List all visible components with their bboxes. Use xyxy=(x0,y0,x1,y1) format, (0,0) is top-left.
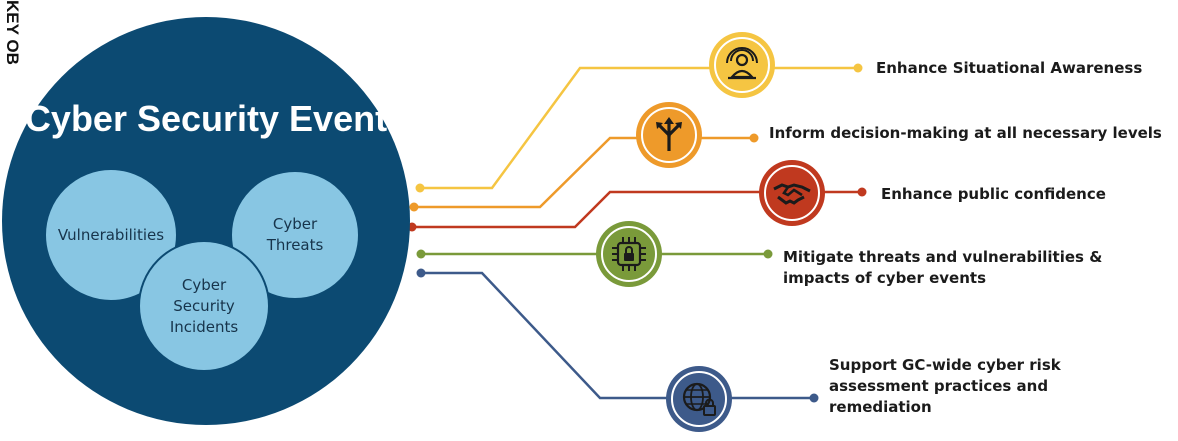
person-signal-icon xyxy=(726,47,758,80)
decision-badge xyxy=(636,102,702,168)
globe-lock-icon xyxy=(682,382,716,416)
cyber-threats-label: Cyber Threats xyxy=(266,215,324,254)
chip-lock-icon xyxy=(612,237,646,271)
cyber-security-incidents-label: Cyber Security Incidents xyxy=(169,275,239,336)
connector-risk-start-dot xyxy=(416,268,426,278)
connector-mitigate-start-dot xyxy=(416,249,426,259)
connector-risk xyxy=(421,271,814,400)
cyber-security-incidents-circle: Cyber Security Incidents xyxy=(138,240,270,372)
risk-badge xyxy=(666,366,732,432)
outcome-awareness: Enhance Situational Awareness xyxy=(876,59,1143,77)
outcome-risk: Support GC-wide cyber risk assessment pr… xyxy=(829,356,1061,416)
connector-risk-end-dot xyxy=(809,393,819,403)
connector-confidence-end-dot xyxy=(857,187,867,197)
connector-decision xyxy=(414,136,754,209)
split-arrows-icon xyxy=(656,117,682,151)
connector-confidence xyxy=(412,190,862,229)
outcome-mitigate: Mitigate threats and vulnerabilities & i… xyxy=(783,248,1103,287)
outcome-confidence: Enhance public confidence xyxy=(881,185,1106,203)
awareness-badge xyxy=(709,32,775,98)
connector-awareness-end-dot xyxy=(853,63,863,73)
mitigate-badge xyxy=(596,221,662,287)
connector-decision-start-dot xyxy=(409,202,419,212)
connector-awareness-start-dot xyxy=(415,183,425,193)
vulnerabilities-label: Vulnerabilities xyxy=(57,225,165,244)
outcome-decision: Inform decision-making at all necessary … xyxy=(769,124,1162,142)
connector-decision-end-dot xyxy=(749,133,759,143)
handshake-icon xyxy=(773,183,811,205)
cyber-security-event-title: Cyber Security Event xyxy=(24,98,388,139)
confidence-badge xyxy=(759,160,825,226)
connector-mitigate-end-dot xyxy=(763,249,773,259)
